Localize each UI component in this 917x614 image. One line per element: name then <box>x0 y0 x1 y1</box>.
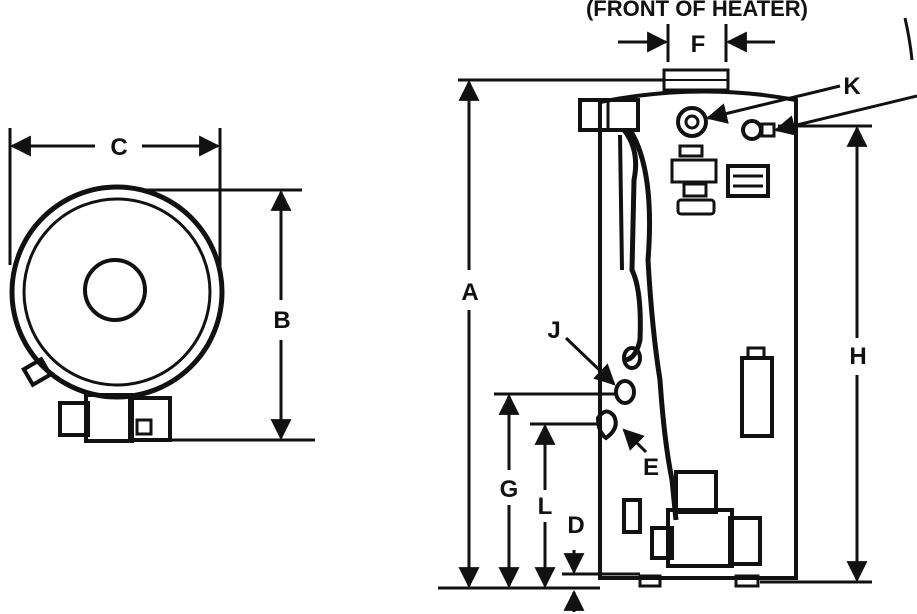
front-badge <box>670 158 718 184</box>
dimension-h <box>760 124 872 584</box>
rating-plate <box>740 356 774 438</box>
gas-control-left <box>650 526 674 560</box>
top-fitting-k <box>676 106 708 138</box>
label-k: K <box>843 73 861 100</box>
top-view-control-mid <box>84 393 134 443</box>
leader-e <box>622 428 648 454</box>
label-h: H <box>849 343 866 370</box>
leader-k <box>705 84 841 124</box>
top-view-flue-circle <box>83 258 147 322</box>
leader-j <box>564 336 616 386</box>
drain-valve-e <box>595 409 618 441</box>
dimension-c <box>8 128 222 270</box>
gas-control-right <box>728 516 762 566</box>
dimension-d <box>562 550 640 612</box>
label-b: B <box>273 307 290 334</box>
top-view <box>9 184 225 443</box>
top-view-inner-circle <box>22 197 212 387</box>
gas-control-top <box>674 470 718 514</box>
discharge-pipe <box>621 128 643 363</box>
front-vent <box>726 164 770 198</box>
top-fitting-right <box>741 119 763 141</box>
tank-body <box>598 89 798 580</box>
front-view <box>578 68 798 588</box>
label-d: D <box>567 512 584 539</box>
label-a: A <box>461 279 478 306</box>
drain-valve-j <box>614 379 636 405</box>
dimension-g <box>494 392 616 589</box>
label-e: E <box>643 454 659 481</box>
dimension-l <box>530 422 600 589</box>
label-c: C <box>110 134 127 161</box>
top-view-control-knob <box>135 418 153 436</box>
label-l: L <box>538 493 553 520</box>
label-g: G <box>500 476 519 503</box>
bottom-vent <box>622 498 642 534</box>
dimension-f <box>618 24 775 62</box>
top-view-control-left <box>58 401 90 437</box>
gas-line <box>627 128 679 521</box>
label-j: J <box>547 317 560 344</box>
caption-front-of-heater: (FRONT OF HEATER) <box>586 0 808 21</box>
dimension-b <box>142 188 315 442</box>
label-f: F <box>691 31 706 58</box>
top-view-side-fitting <box>21 356 53 388</box>
